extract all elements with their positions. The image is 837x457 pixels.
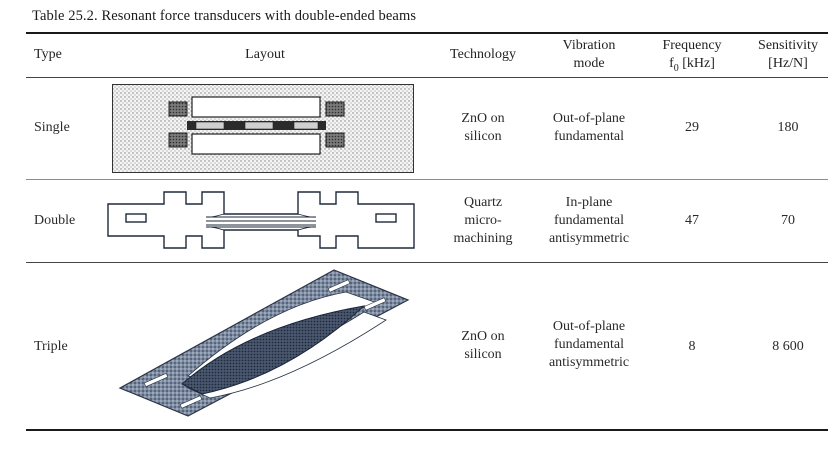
row-single-vibration: Out-of-plane fundamental xyxy=(535,110,643,146)
header-vibration-line2: mode xyxy=(573,56,605,71)
triple-beam-diagram xyxy=(118,269,410,417)
frequency-symbol: f xyxy=(669,56,674,71)
row-triple-sensitivity: 8 600 xyxy=(772,339,804,354)
row-double-vibration: In-plane fundamental antisymmetric xyxy=(535,194,643,248)
vibration-line: antisymmetric xyxy=(548,355,630,370)
row-double-type: Double xyxy=(34,213,76,228)
double-beam-layout xyxy=(106,190,416,254)
bottom-rule xyxy=(26,429,828,431)
tech-line: ZnO on xyxy=(461,329,505,344)
vibration-line: fundamental xyxy=(554,213,624,228)
header-vibration-line1: Vibration xyxy=(562,38,616,53)
header-frequency-line2: f0 [kHz] xyxy=(648,55,736,78)
row-single-type: Single xyxy=(34,120,70,135)
vibration-line: fundamental xyxy=(554,337,624,352)
tech-line: Quartz xyxy=(463,195,503,210)
frequency-unit: [kHz] xyxy=(678,56,715,71)
top-rule xyxy=(26,32,828,34)
row-single-technology: ZnO on silicon xyxy=(438,110,528,146)
tech-line: micro- xyxy=(464,213,502,228)
header-sensitivity: Sensitivity [Hz/N] xyxy=(742,37,834,73)
header-sensitivity-line1: Sensitivity xyxy=(758,38,818,53)
tech-line: machining xyxy=(453,231,513,246)
triple-beam-layout xyxy=(118,266,414,424)
single-beam-diagram xyxy=(112,84,414,173)
header-frequency: Frequency f0 [kHz] xyxy=(648,37,736,78)
header-vibration-mode: Vibration mode xyxy=(535,37,643,73)
double-beam-diagram xyxy=(107,191,415,249)
vibration-line: Out-of-plane xyxy=(552,111,626,126)
tech-line: silicon xyxy=(464,347,502,362)
row-single-sensitivity: 180 xyxy=(777,120,799,135)
row-rule xyxy=(26,262,828,263)
row-single-frequency: 29 xyxy=(685,120,699,135)
header-rule xyxy=(26,77,828,78)
row-double-technology: Quartz micro- machining xyxy=(438,194,528,248)
vibration-line: antisymmetric xyxy=(548,231,630,246)
tech-line: silicon xyxy=(464,129,502,144)
tech-line: ZnO on xyxy=(461,111,505,126)
row-double-frequency: 47 xyxy=(685,213,699,228)
vibration-line: Out-of-plane xyxy=(552,319,626,334)
row-triple-technology: ZnO on silicon xyxy=(438,328,528,364)
table-caption: Table 25.2. Resonant force transducers w… xyxy=(32,8,417,24)
header-type: Type xyxy=(34,47,62,62)
row-triple-frequency: 8 xyxy=(688,339,696,354)
header-technology: Technology xyxy=(450,47,516,62)
header-frequency-line1: Frequency xyxy=(662,38,722,53)
single-beam-layout xyxy=(112,84,414,173)
row-rule xyxy=(26,179,828,180)
frequency-subscript: 0 xyxy=(673,62,679,74)
header-layout: Layout xyxy=(245,47,285,62)
header-sensitivity-line2: [Hz/N] xyxy=(768,56,808,71)
vibration-line: In-plane xyxy=(565,195,613,210)
vibration-line: fundamental xyxy=(554,129,624,144)
row-triple-type: Triple xyxy=(34,339,68,354)
row-triple-vibration: Out-of-plane fundamental antisymmetric xyxy=(535,318,643,372)
row-double-sensitivity: 70 xyxy=(781,213,795,228)
